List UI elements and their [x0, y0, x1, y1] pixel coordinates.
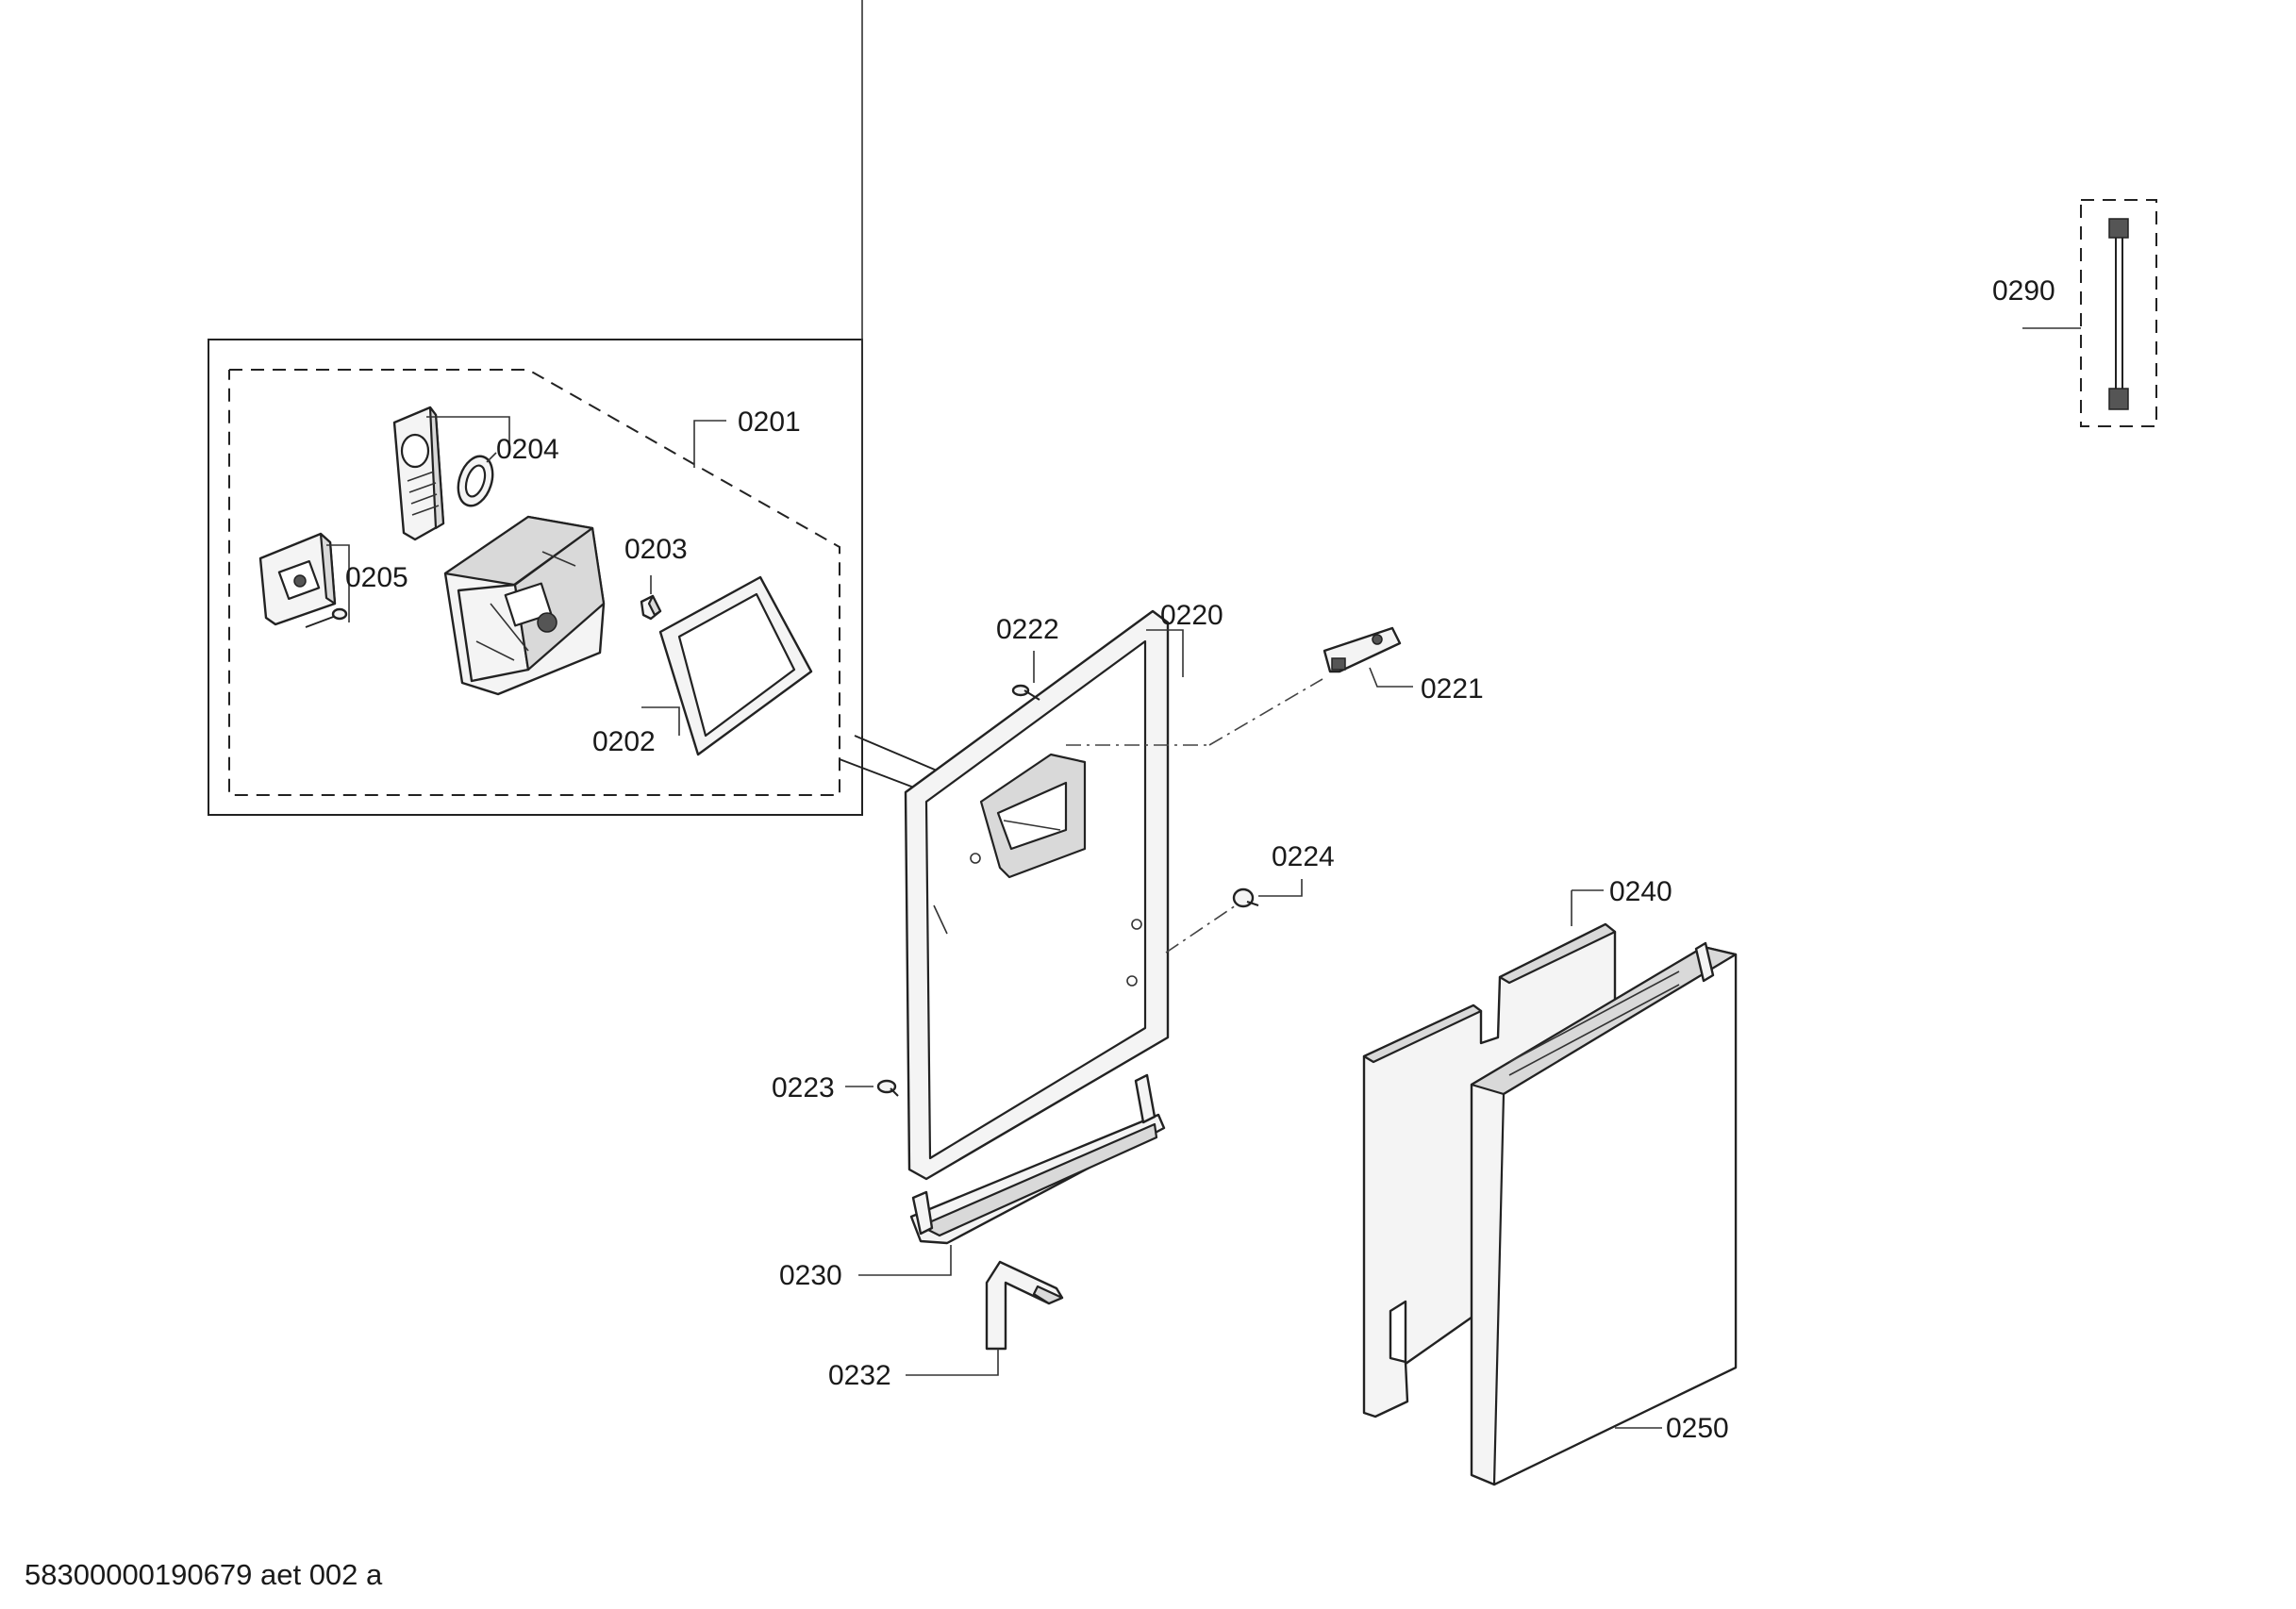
part-0230-rail[interactable] [909, 1073, 1166, 1245]
part-0203-clip[interactable] [640, 594, 662, 621]
part-0232-bracket[interactable] [985, 1260, 1064, 1351]
label-0230: 0230 [779, 1260, 842, 1291]
label-0220: 0220 [1160, 600, 1223, 631]
callout-labels: 0201 0202 0203 0204 0205 0220 0221 0222 … [345, 275, 2055, 1444]
leader-0232 [906, 1349, 999, 1376]
label-0222: 0222 [996, 614, 1059, 645]
part-0204-cover[interactable] [392, 406, 445, 541]
part-0250-outer-panel[interactable] [1470, 941, 1738, 1486]
label-0232: 0232 [828, 1360, 891, 1391]
label-0203: 0203 [624, 534, 688, 565]
detail-inset-0201 [208, 0, 956, 816]
part-0202-frame[interactable] [658, 575, 813, 756]
axis-0224 [1165, 904, 1237, 954]
part-0222-screw[interactable] [1011, 684, 1040, 701]
leader-0224 [1258, 879, 1303, 897]
label-0250: 0250 [1666, 1413, 1729, 1444]
leader-0230 [858, 1245, 952, 1276]
label-0290: 0290 [1992, 275, 2055, 307]
part-0205-plate[interactable] [258, 532, 337, 626]
part-control-housing[interactable] [443, 515, 606, 696]
label-0221: 0221 [1421, 673, 1484, 705]
leader-0220 [1146, 629, 1184, 677]
label-0201: 0201 [738, 406, 801, 438]
part-0290-cable[interactable] [2080, 199, 2157, 427]
label-0205: 0205 [345, 562, 408, 593]
part-0221-hinge[interactable] [1323, 626, 1402, 673]
document-id: 58300000190679 aet 002 a [25, 1558, 383, 1591]
part-0204-ring[interactable] [452, 452, 498, 510]
label-0223: 0223 [772, 1072, 835, 1103]
label-0224: 0224 [1272, 841, 1335, 872]
part-0224-screw[interactable] [1232, 887, 1259, 908]
label-0202: 0202 [592, 726, 656, 757]
inset-dashed-boundary [228, 369, 840, 796]
part-0205-screw[interactable] [305, 607, 348, 628]
part-0220-door-inner[interactable] [904, 609, 1170, 1181]
axis-0221-b [1208, 678, 1323, 746]
leader-0221 [1369, 667, 1413, 688]
label-0204: 0204 [496, 434, 559, 465]
part-0223-screw[interactable] [876, 1079, 899, 1097]
label-0240: 0240 [1609, 876, 1672, 907]
